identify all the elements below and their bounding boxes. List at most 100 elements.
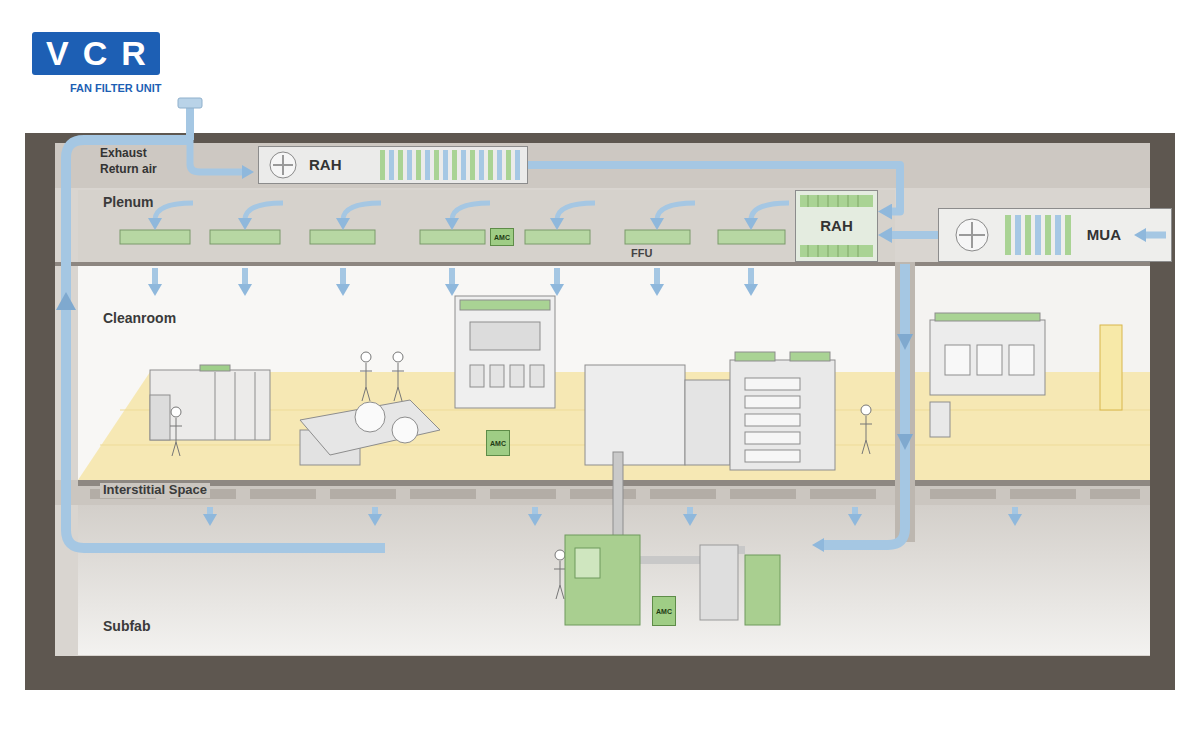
airflow-arrows	[343, 203, 381, 220]
process-tools	[200, 365, 230, 371]
unit-label: RAH	[820, 217, 853, 234]
right-duct	[897, 434, 913, 450]
airflow-arrows	[657, 203, 695, 220]
airflow-arrows	[449, 268, 455, 286]
process-tools	[1009, 345, 1034, 375]
fan-filter-units	[625, 230, 690, 244]
interstitial-floor	[810, 489, 876, 499]
airflow-arrows	[687, 507, 693, 516]
label-anchor: FFU	[631, 247, 652, 259]
rah-unit-detail	[461, 150, 466, 180]
people	[360, 363, 372, 401]
mua-unit-detail	[1025, 215, 1031, 255]
subfab-equipment	[565, 535, 780, 625]
people	[171, 407, 181, 417]
duct-label: Return air	[100, 163, 157, 177]
return-duct	[56, 292, 76, 310]
fan-filter-units	[120, 230, 190, 244]
subfab-equipment	[700, 545, 738, 620]
interstitial-floor	[1010, 489, 1076, 499]
fan-filter-units	[525, 230, 590, 244]
interstitial-floor	[490, 489, 556, 499]
amc-sensor-box: AMC	[490, 228, 514, 246]
rah-unit-detail	[506, 150, 511, 180]
airflow-arrows	[852, 507, 858, 516]
process-tools	[930, 320, 1045, 395]
interstitial-floor	[55, 480, 1150, 505]
process-tools	[945, 345, 970, 375]
label-anchor: VCR	[32, 32, 160, 75]
airflow-arrows	[751, 203, 789, 220]
mua-unit-detail	[959, 222, 985, 248]
process-tools	[585, 365, 685, 465]
airflow-arrows	[372, 507, 378, 516]
label-anchor: Exhaust	[100, 147, 147, 161]
interstitial-floor	[250, 489, 316, 499]
unit-label: RAH	[309, 156, 342, 173]
plenum-zone	[78, 190, 895, 262]
building-frame	[25, 133, 1175, 690]
building-frame	[25, 133, 1175, 690]
mua-unit-detail	[1065, 215, 1071, 255]
amc-sensor-box: AMC	[486, 430, 510, 456]
airflow-arrows	[654, 268, 660, 286]
people	[393, 352, 403, 362]
process-tools	[300, 400, 440, 455]
process-tools	[745, 396, 800, 408]
process-tools	[530, 365, 544, 387]
rah-unit-detail	[488, 150, 493, 180]
interstitial-floor	[570, 489, 636, 499]
mua-unit-detail	[1055, 215, 1061, 255]
rah-unit-detail	[273, 155, 293, 175]
logo-text: VCR	[32, 32, 160, 75]
interstitial-floor	[55, 480, 1150, 505]
fan-filter-units	[718, 230, 785, 244]
process-tools	[745, 378, 800, 390]
rah-right-detail	[800, 195, 873, 207]
zone-label: Interstitial Space	[100, 483, 210, 498]
process-tools	[460, 300, 550, 310]
ffu-label: FFU	[631, 247, 652, 259]
rah-unit-detail	[470, 150, 475, 180]
air-handler-box: RAH	[795, 190, 878, 262]
airflow-arrows	[452, 203, 490, 220]
airflow-arrows	[155, 203, 193, 220]
airflow-arrows	[557, 203, 595, 220]
airflow-arrows	[155, 203, 1015, 516]
zone-label: Cleanroom	[103, 310, 176, 326]
interstitial-floor	[330, 489, 396, 499]
rah-unit-detail	[380, 150, 385, 180]
zone-band: SubfabAMC	[78, 505, 1150, 655]
process-tools	[150, 370, 270, 440]
rah-unit-detail	[443, 150, 448, 180]
airflow-arrows	[152, 268, 158, 286]
fan-filter-units	[420, 230, 485, 244]
process-tools	[735, 352, 775, 361]
process-tools	[1100, 325, 1122, 410]
process-tools	[470, 322, 540, 350]
airflow-arrow	[890, 231, 938, 239]
airflow-arrows	[532, 507, 538, 516]
process-tools	[490, 365, 504, 387]
airflow-arrows	[1012, 507, 1018, 516]
cleanroom-zone	[78, 266, 895, 480]
label-anchor: FAN FILTER UNIT	[70, 82, 161, 95]
people	[861, 405, 871, 415]
process-tools	[730, 360, 835, 470]
label-anchor: Return air	[100, 163, 157, 177]
rah-unit-detail	[434, 150, 439, 180]
return-duct	[190, 140, 244, 172]
people	[392, 363, 404, 401]
rah-unit-detail	[497, 150, 502, 180]
people	[361, 352, 371, 362]
airflow-arrows	[554, 268, 560, 286]
zone-band: CleanroomAMC	[78, 266, 1150, 480]
process-tools	[455, 296, 555, 408]
rah-unit-detail	[515, 150, 520, 180]
rah-unit-detail	[270, 152, 296, 178]
rah-unit-detail	[416, 150, 421, 180]
process-tools	[977, 345, 1002, 375]
right-duct	[897, 334, 913, 350]
zone-band: PlenumAMC	[78, 190, 793, 262]
